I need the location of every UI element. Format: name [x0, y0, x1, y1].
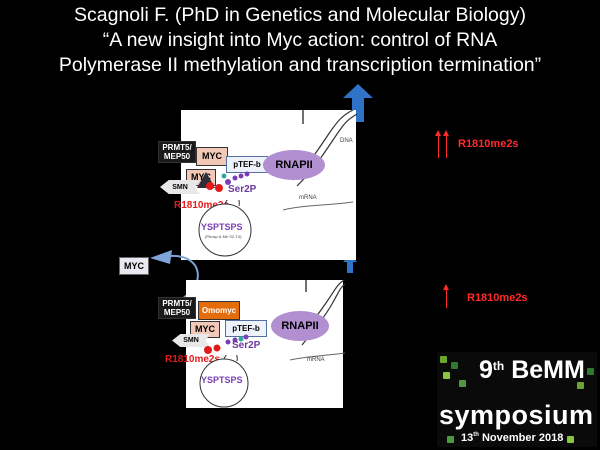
omomyc-box: Omomyc	[198, 301, 240, 320]
ser2p-label: Ser2P	[228, 184, 257, 195]
title-line-1: Scagnoli F. (PhD in Genetics and Molecul…	[74, 4, 526, 26]
rnapii-ellipse: RNAPII	[263, 150, 325, 180]
curved-arrow-icon	[150, 250, 199, 302]
right-marker-top: R1810me2s	[458, 138, 519, 150]
ctd-circle	[198, 200, 252, 257]
mrna-label: mRNA	[299, 195, 317, 201]
methyl-dots-bottom	[204, 334, 249, 354]
r1810me2s-label: R1810me2s	[174, 200, 230, 211]
dna-helix-bottom	[290, 280, 345, 361]
methyl-dots-top	[206, 171, 250, 192]
ctd-subtext: (Phosp & Me S2-T4)	[205, 234, 242, 239]
title-line-3: Polymerase II methylation and transcript…	[58, 54, 542, 76]
myc-box: MYC	[196, 147, 228, 166]
dna-helix-top	[283, 110, 358, 211]
myc-side-box: MYC	[119, 257, 149, 275]
title-line-2: “A new insight into Myc action: control …	[102, 29, 498, 51]
blue-up-arrow-large-icon	[343, 84, 373, 122]
ctd-sequence: YSPTSPS	[201, 222, 243, 232]
prmt5-mep50-box-bottom: PRMT5/ MEP50	[158, 297, 196, 319]
ctd-sequence-bottom: YSPTSPS	[201, 375, 243, 385]
ser2p-label-bottom: Ser2P	[232, 340, 261, 351]
badge-word: symposium	[439, 400, 594, 430]
red-up-arrow-icon	[443, 284, 449, 308]
badge-date: 13th November 2018	[461, 432, 564, 444]
rnapii-ellipse-bottom: RNAPII	[271, 311, 329, 341]
prmt5-mep50-box: PRMT5/ MEP50	[158, 141, 196, 163]
ctd-circle-bottom	[199, 355, 249, 408]
red-up-arrow-icon	[443, 130, 449, 158]
bemm-symposium-badge: 9th BeMM symposium 13th November 2018	[437, 352, 597, 447]
mrna-label-bottom: mRNA	[307, 357, 325, 363]
smn-arrow-shape: SMN	[160, 180, 200, 194]
r1810me2s-label-bottom: R1810me2s	[165, 354, 221, 365]
smn-arrow-shape-bottom: SMN	[172, 334, 210, 347]
right-marker-bottom: R1810me2s	[467, 292, 528, 304]
red-up-arrow-icon	[435, 130, 441, 158]
dna-label: DNA	[340, 138, 353, 144]
badge-edition: 9th BeMM	[479, 356, 585, 384]
